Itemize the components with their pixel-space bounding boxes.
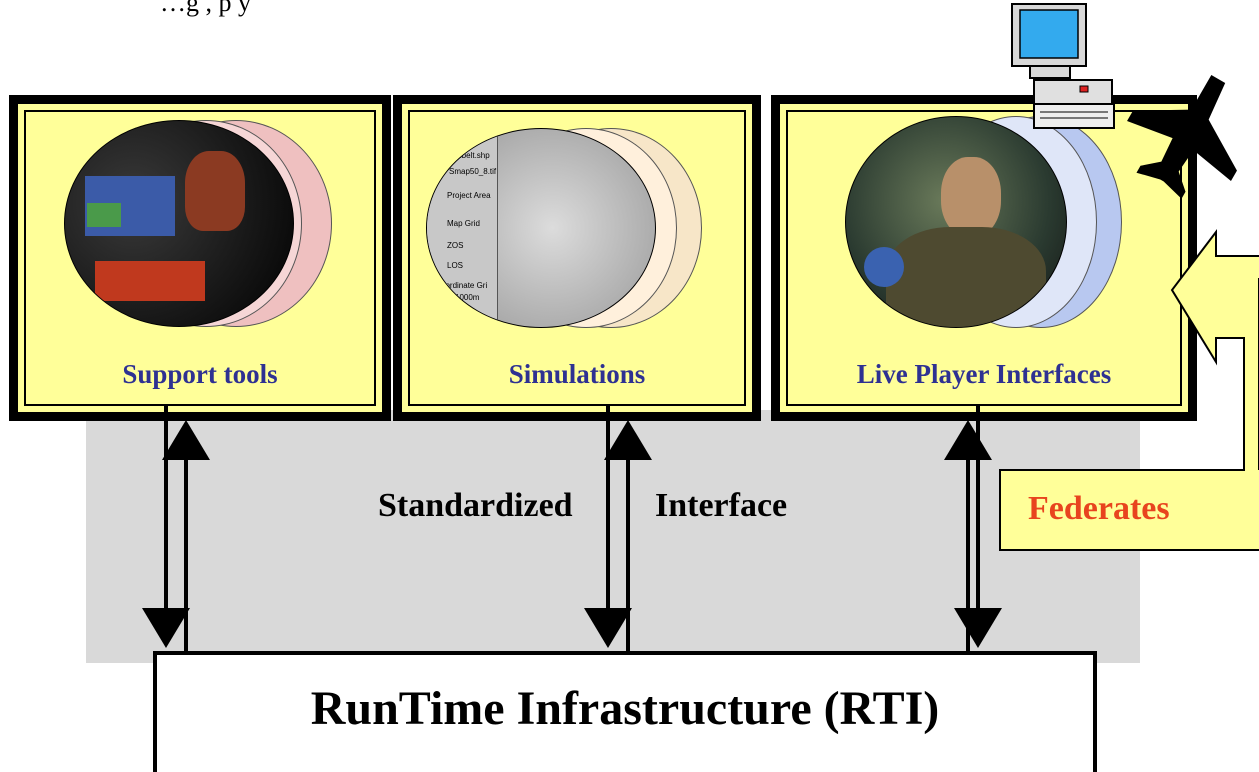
squadron-patch xyxy=(864,247,904,287)
federate-box-inner xyxy=(786,110,1182,406)
map-legend-item: 1000m xyxy=(455,293,480,302)
map-legend-item: oordinate Gri xyxy=(441,281,488,290)
header-fragment: …g , p y xyxy=(160,0,251,17)
sims-photo-map: shp mbelt.shp Smap50_8.tif Project Area … xyxy=(426,128,656,328)
fighter-jet-icon xyxy=(1127,75,1237,199)
federate-box-inner xyxy=(24,110,376,406)
callout-arrow-icon xyxy=(999,229,1259,551)
map-legend-item: Project Area xyxy=(447,191,491,200)
map-legend-item: LOS xyxy=(447,261,464,270)
support-photo-operator xyxy=(64,120,294,327)
federate-label-support-tools: Support tools xyxy=(122,359,278,389)
live-photo-pilot xyxy=(845,116,1067,328)
map-legend-item: ZOS xyxy=(447,241,464,250)
map-file: Smap50_8.tif xyxy=(449,167,497,176)
map-legend-panel: shp mbelt.shp Smap50_8.tif Project Area … xyxy=(427,129,498,327)
map-file: shp xyxy=(467,135,480,144)
map-legend-item: Map Grid xyxy=(447,219,480,228)
federate-label-live-players: Live Player Interfaces xyxy=(856,359,1112,389)
interface-label-left: Standardized xyxy=(378,487,573,524)
map-file: mbelt.shp xyxy=(455,151,490,160)
pilot-flight-suit xyxy=(886,227,1046,327)
federate-label-simulations: Simulations xyxy=(508,359,646,389)
federate-box-inner xyxy=(408,110,746,406)
operator-figure xyxy=(185,151,245,231)
computer-icon xyxy=(1011,3,1115,129)
callout-arrow-fill xyxy=(1002,472,1257,548)
monitor-screen xyxy=(87,203,121,227)
federates-tag: Federates xyxy=(1028,490,1170,527)
rti-label: RunTime Infrastructure (RTI) xyxy=(310,682,940,735)
keyboard xyxy=(95,261,205,301)
rti-box: RunTime Infrastructure (RTI) xyxy=(153,651,1097,772)
interface-label-right: Interface xyxy=(655,487,788,524)
pilot-face xyxy=(941,157,1001,237)
